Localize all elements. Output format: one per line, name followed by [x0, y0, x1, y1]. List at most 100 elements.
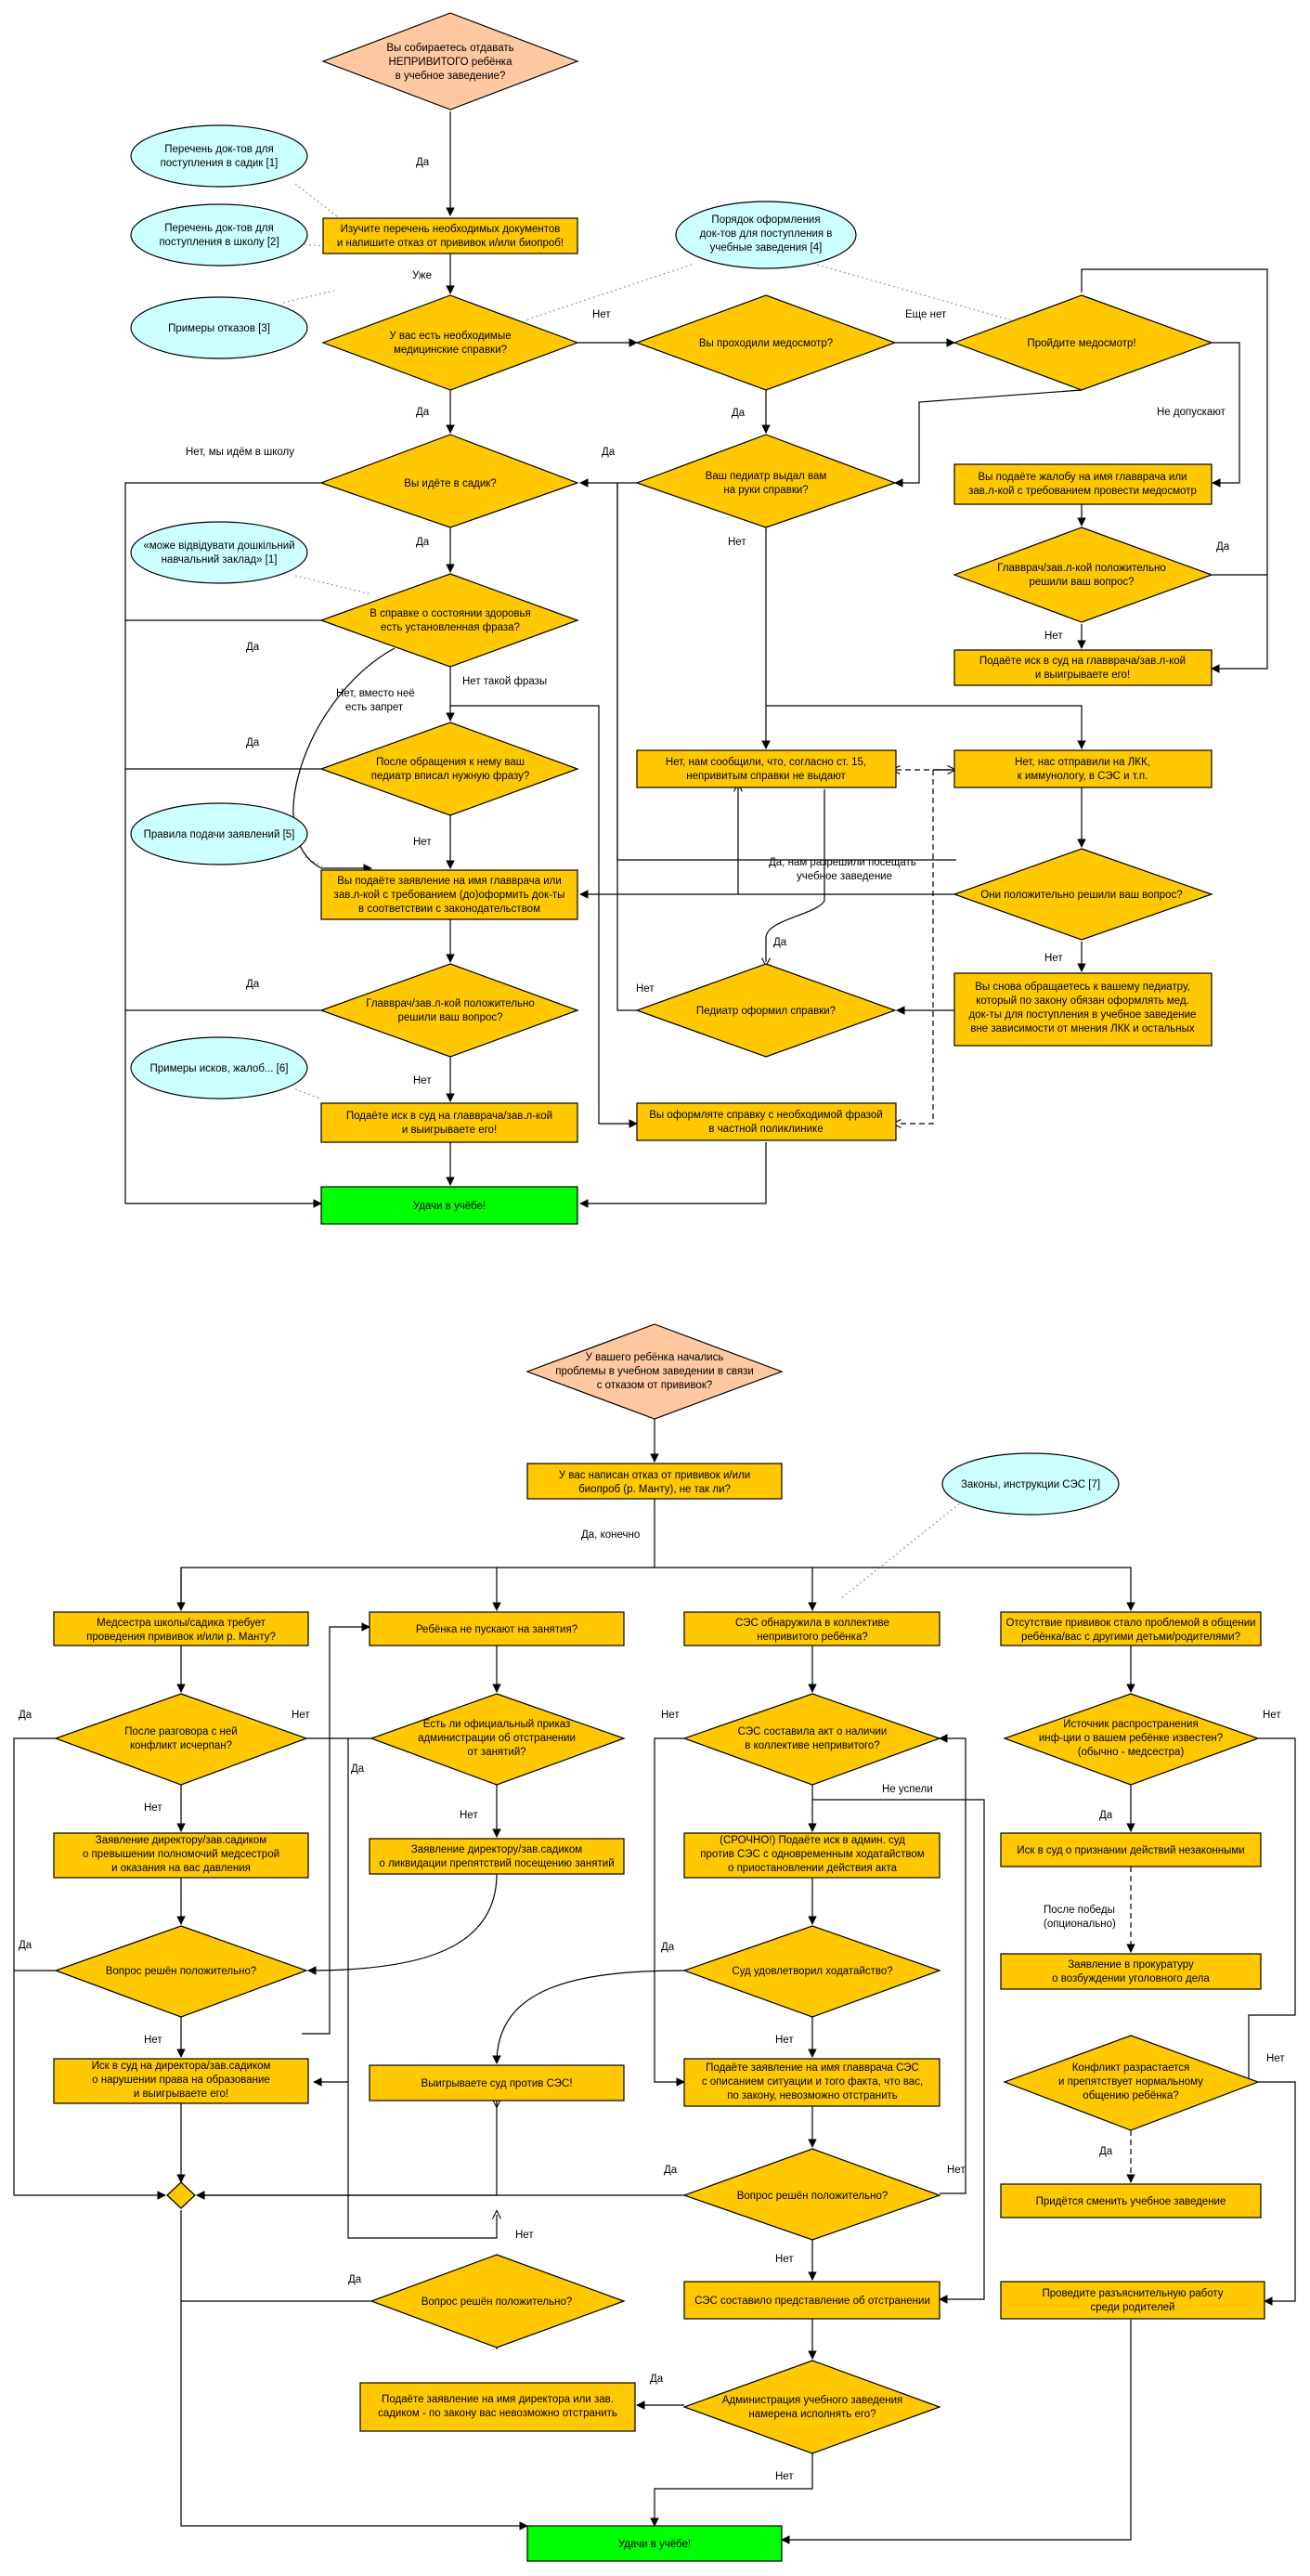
svg-text:У вас написан отказ от прививо: У вас написан отказ от прививок и/или [559, 1470, 750, 1481]
svg-text:конфликт исчерпан?: конфликт исчерпан? [130, 1740, 232, 1751]
svg-text:Вы идёте в садик?: Вы идёте в садик? [404, 478, 496, 489]
svg-text:к иммунологу, в СЭС и т.п.: к иммунологу, в СЭС и т.п. [1018, 771, 1148, 782]
svg-text:Нет: Нет [947, 2165, 966, 2176]
svg-text:Перечень док-тов для: Перечень док-тов для [164, 223, 273, 234]
f1-pass-exam [953, 294, 1213, 391]
svg-text:Вопрос решён положительно?: Вопрос решён положительно? [737, 2191, 888, 2202]
svg-text:Нет: Нет [413, 837, 432, 848]
f1-ref-lawsuits[interactable] [130, 1036, 308, 1099]
svg-text:по закону, невозможно отстрани: по закону, невозможно отстранить [727, 2090, 898, 2101]
svg-text:После обращения к нему ваш: После обращения к нему ваш [376, 757, 525, 768]
svg-text:Ваш педиатр выдал вам: Ваш педиатр выдал вам [706, 471, 827, 482]
svg-text:Перечень док-тов для: Перечень док-тов для [164, 144, 273, 155]
svg-text:общению ребёнка?: общению ребёнка? [1083, 2090, 1178, 2101]
svg-text:(опционально): (опционально) [1044, 1919, 1116, 1930]
svg-text:в соответствии с законодательс: в соответствии с законодательством [358, 904, 540, 915]
svg-text:У вас есть необходимые: У вас есть необходимые [389, 331, 511, 342]
f2-court-granted [682, 1925, 941, 2018]
svg-text:и выигрываете его!: и выигрываете его! [134, 2088, 228, 2100]
f1-ref-order[interactable] [675, 201, 857, 269]
svg-text:в частной поликлинике: в частной поликлинике [708, 1124, 823, 1135]
svg-text:Придётся сменить учебное завед: Придётся сменить учебное заведение [1036, 2196, 1226, 2207]
svg-text:среди родителей: среди родителей [1091, 2302, 1175, 2313]
svg-text:непривитого ребёнка?: непривитого ребёнка? [757, 1632, 867, 1643]
svg-text:Да: Да [19, 1940, 32, 1951]
f2-suit-director [53, 2058, 309, 2104]
svg-text:Да: Да [650, 2374, 664, 2385]
svg-text:Ребёнка не пускают на занятия?: Ребёнка не пускают на занятия? [416, 1624, 577, 1635]
svg-text:Вопрос решён положительно?: Вопрос решён положительно? [422, 2296, 573, 2308]
svg-text:Нет: Нет [144, 2035, 162, 2046]
f2-suit-recognize [1000, 1832, 1262, 1867]
svg-text:Отсутствие прививок стало проб: Отсутствие прививок стало проблемой в об… [1005, 1618, 1255, 1629]
f2-official-order [370, 1693, 626, 1786]
f1-chief2-resolved [319, 963, 579, 1058]
svg-text:Нет, вместо неё: Нет, вместо неё [336, 688, 415, 699]
f2-win-ses [369, 2064, 625, 2101]
svg-text:Выигрываете суд против СЭС!: Выигрываете суд против СЭС! [421, 2078, 572, 2089]
svg-text:в коллективе непривитого?: в коллективе непривитого? [745, 1740, 879, 1751]
svg-text:Нет, нас отправили на ЛКК,: Нет, нас отправили на ЛКК, [1015, 757, 1150, 768]
f2-ses-act [682, 1693, 941, 1786]
f1-ref-sadik[interactable] [130, 124, 308, 188]
svg-text:Да: Да [351, 1763, 365, 1775]
svg-text:Иск в суд о признании действий: Иск в суд о признании действий незаконны… [1017, 1845, 1244, 1856]
svg-text:инф-ции о вашем ребёнке извест: инф-ции о вашем ребёнке известен? [1039, 1733, 1223, 1744]
f1-ped-gave [635, 434, 897, 528]
svg-text:проведения прививок и/или р. М: проведения прививок и/или р. Манту? [86, 1632, 276, 1643]
svg-text:и оказания на вас давления: и оказания на вас давления [111, 1863, 251, 1874]
svg-text:Не допускают: Не допускают [1157, 407, 1226, 418]
f1-ref-rules[interactable] [130, 802, 308, 865]
svg-text:садиком - по закону вас невозм: садиком - по закону вас невозможно отстр… [378, 2408, 617, 2419]
svg-text:Иск в суд на директора/зав.сад: Иск в суд на директора/зав.садиком [92, 2061, 271, 2072]
svg-text:против СЭС с одновременным ход: против СЭС с одновременным ходатайством [700, 1849, 924, 1860]
f2-stmt-prosecutor [1000, 1953, 1262, 1990]
f1-told-no-certs [636, 749, 897, 788]
f1-ref-refusals[interactable] [130, 296, 308, 359]
svg-text:Порядок оформления: Порядок оформления [711, 215, 820, 226]
f1-sue-chief [953, 649, 1213, 686]
svg-text:Примеры исков, жалоб... [6]: Примеры исков, жалоб... [6] [150, 1063, 289, 1074]
svg-text:Да: Да [416, 537, 430, 548]
svg-text:решили ваш вопрос?: решили ваш вопрос? [397, 1012, 502, 1023]
f1-sent-lkk [953, 749, 1213, 788]
f2-stmt-chief-ses [683, 2058, 940, 2107]
svg-text:непривитым справки не выдают: непривитым справки не выдают [686, 771, 846, 782]
svg-text:зав.л-кой с требованием (до)оф: зав.л-кой с требованием (до)оформить док… [334, 890, 565, 901]
svg-text:Вы проходили медосмотр?: Вы проходили медосмотр? [699, 338, 833, 349]
svg-text:учебное заведение: учебное заведение [797, 871, 892, 882]
f1-ped-issued [635, 963, 897, 1058]
svg-text:Нет, мы идём в школу: Нет, мы идём в школу [186, 447, 294, 458]
svg-text:Нет: Нет [775, 2471, 794, 2482]
svg-text:который по закону обязан оформ: который по закону обязан оформлять мед. [976, 995, 1189, 1007]
svg-text:Подаёте заявление на имя дирек: Подаёте заявление на имя директора или з… [382, 2394, 614, 2405]
svg-text:Да: Да [1099, 2146, 1113, 2157]
f1-ref-school[interactable] [130, 203, 308, 267]
f1-ref-quote[interactable] [130, 521, 308, 584]
f1-application [320, 869, 578, 920]
f1-start-node [321, 12, 579, 111]
svg-text:Не успели: Не успели [882, 1784, 933, 1795]
f2-not-allowed [369, 1611, 625, 1646]
svg-text:док-тов для поступления в: док-тов для поступления в [700, 228, 833, 240]
svg-text:Удачи в учёбе!: Удачи в учёбе! [413, 1201, 486, 1212]
f2-good-luck [526, 2525, 783, 2562]
f2-ref-laws[interactable] [941, 1452, 1120, 1516]
svg-text:Конфликт разрастается: Конфликт разрастается [1072, 2062, 1190, 2074]
f1-complaint [953, 463, 1213, 505]
f1-labels: Да Уже Нет Еще нет Не допускают Да Да Не… [186, 157, 1230, 1086]
svg-text:Главврач/зав.л-кой положительн: Главврач/зав.л-кой положительно [366, 998, 535, 1009]
svg-text:СЭС составило представление об: СЭС составило представление об отстранен… [694, 2296, 930, 2307]
svg-text:Они положительно решили ваш во: Они положительно решили ваш вопрос? [980, 890, 1182, 901]
f2-resolved1 [54, 1925, 308, 2018]
svg-text:Да: Да [602, 447, 616, 458]
svg-text:Да: Да [1099, 1810, 1113, 1821]
svg-text:Пройдите медосмотр!: Пройдите медосмотр! [1027, 338, 1135, 349]
svg-text:Нет: Нет [144, 1802, 162, 1814]
f1-again-ped [953, 972, 1213, 1047]
svg-text:о превышении полномочий медсес: о превышении полномочий медсестрой [83, 1849, 279, 1860]
f2-stmt-director [359, 2382, 636, 2432]
svg-text:Да: Да [1216, 541, 1230, 553]
svg-text:с отказом от прививок?: с отказом от прививок? [597, 1380, 713, 1391]
